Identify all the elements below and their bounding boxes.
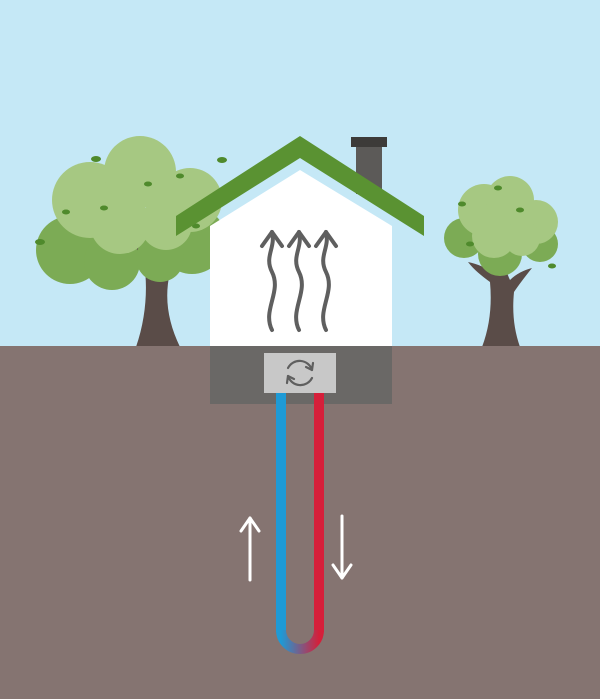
- wavy-up-arrow-icon: [260, 230, 284, 332]
- pipe-bend: [276, 629, 324, 654]
- house: [176, 136, 424, 347]
- ground: [0, 346, 600, 699]
- arrow-up-icon: [239, 516, 261, 582]
- ground-loop: [276, 392, 324, 654]
- right-tree-leaf-accents: [458, 185, 556, 269]
- arrow-down-icon: [331, 514, 353, 580]
- right-tree: [444, 176, 558, 347]
- cycle-arrows-icon: [285, 359, 315, 387]
- right-tree-trunk: [468, 250, 532, 347]
- left-tree: [35, 136, 227, 347]
- house-wall: [210, 170, 392, 347]
- flow-down-arrow: [331, 514, 353, 580]
- chimney-cap: [351, 137, 387, 147]
- heat-pump-unit: [264, 353, 336, 393]
- flow-up-arrow: [239, 516, 261, 582]
- rising-heat-arrows: [260, 230, 338, 332]
- left-tree-leaf-accents: [35, 156, 227, 245]
- wavy-up-arrow-icon: [287, 230, 311, 332]
- left-tree-foliage: [36, 136, 226, 290]
- wavy-up-arrow-icon: [314, 230, 338, 332]
- roof: [176, 136, 424, 236]
